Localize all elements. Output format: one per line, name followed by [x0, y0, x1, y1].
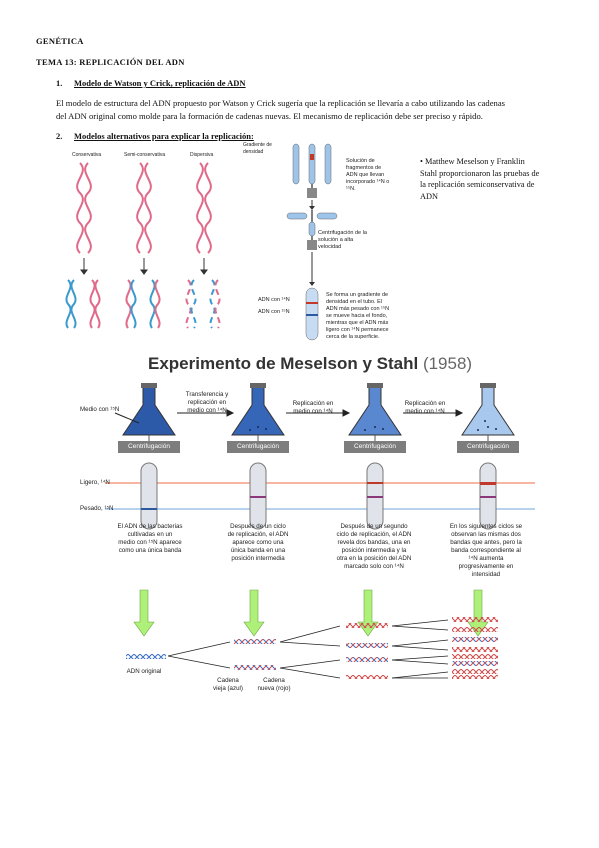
flask-1	[122, 383, 176, 436]
gradient-label-line2: densidad	[243, 149, 264, 155]
parental-helix-semiconservative	[136, 162, 152, 254]
replication2-label: Replicación en medio con ¹⁴N	[404, 400, 446, 415]
adn15-label: ADN con ¹⁵N	[258, 309, 290, 315]
centrifugation-label-3: Centrifugación	[344, 441, 406, 453]
original-dna-label: ADN original	[126, 668, 162, 675]
result-text: Se forma un gradiente de densidad en el …	[326, 292, 390, 340]
solution-text: Solución de fragmentos de ADN que llevan…	[346, 158, 390, 192]
daughter-helices-dispersive	[185, 279, 221, 329]
daughter-helices-conservative	[65, 279, 101, 329]
bullet: •	[420, 157, 423, 166]
medium15-label: Medio con ¹⁵N	[80, 406, 120, 413]
caption-3: Después de un segundo ciclo de replicaci…	[336, 523, 412, 570]
centrifugation-label-1: Centrifugación	[118, 441, 180, 453]
parental-helix-dispersive	[196, 162, 212, 254]
replication-models-diagram	[65, 162, 221, 329]
tube-1	[140, 462, 158, 530]
tube-3	[366, 462, 384, 530]
centrifugation-label-4: Centrifugación	[457, 441, 519, 453]
section1-number: 1.	[56, 78, 63, 88]
section1-paragraph-line1: El modelo de estructura del ADN propuest…	[56, 98, 505, 108]
tube-2	[249, 462, 267, 530]
caption-4: En los siguientes ciclos se observan las…	[449, 523, 523, 578]
gradient-label-line1: Gradiente de	[243, 142, 272, 148]
flask-3	[348, 383, 402, 436]
new-strand-label: Cadena nueva (rojo)	[257, 677, 291, 692]
topic-heading: TEMA 13: REPLICACIÓN DEL ADN	[36, 57, 185, 67]
subject-heading: GENÉTICA	[36, 36, 84, 46]
parental-helix-conservative	[76, 162, 92, 254]
adn14-label: ADN con ¹⁴N	[258, 297, 290, 303]
replication1-label: Replicación en medio con ¹⁴N	[292, 400, 334, 415]
tube-4	[479, 462, 497, 530]
section1-paragraph-line2: del ADN original como molde para la form…	[56, 111, 483, 121]
flask-4	[461, 383, 515, 436]
section2-title: Modelos alternativos para explicar la re…	[74, 131, 254, 141]
dna-replication-tree	[126, 589, 498, 679]
daughter-helices-semiconservative	[125, 279, 161, 329]
model-label-semiconservative: Semi-conservativa	[124, 152, 166, 158]
section2-number: 2.	[56, 131, 63, 141]
centrifugation-label-2: Centrifugación	[227, 441, 289, 453]
caption-2: Después de un ciclo de replicación, el A…	[227, 523, 289, 562]
centrifuge-text: Centrifugación de la solución a alta vel…	[318, 230, 367, 250]
caption-1: El ADN de las bacterias cultivadas en un…	[117, 523, 183, 554]
flask-2	[231, 383, 285, 436]
transfer-label: Transferencia y replicación en medio con…	[185, 391, 229, 414]
old-strand-label: Cadena vieja (azul)	[213, 677, 243, 692]
experiment-title: Experimento de Meselson y Stahl (1958)	[148, 354, 473, 373]
section1-title: Modelo de Watson y Crick, replicación de…	[74, 78, 246, 88]
heavy-label: Pesado, ¹⁵N	[80, 505, 114, 512]
model-label-conservative: Conservativa	[72, 152, 102, 158]
centrifuge-diagram	[286, 143, 338, 341]
experiment-diagram	[105, 383, 535, 530]
light-label: Ligero, ¹⁴N	[80, 479, 110, 486]
side-note: • Matthew Meselson y Franklin Stahl prop…	[420, 157, 540, 201]
model-label-dispersive: Dispersiva	[190, 152, 214, 158]
